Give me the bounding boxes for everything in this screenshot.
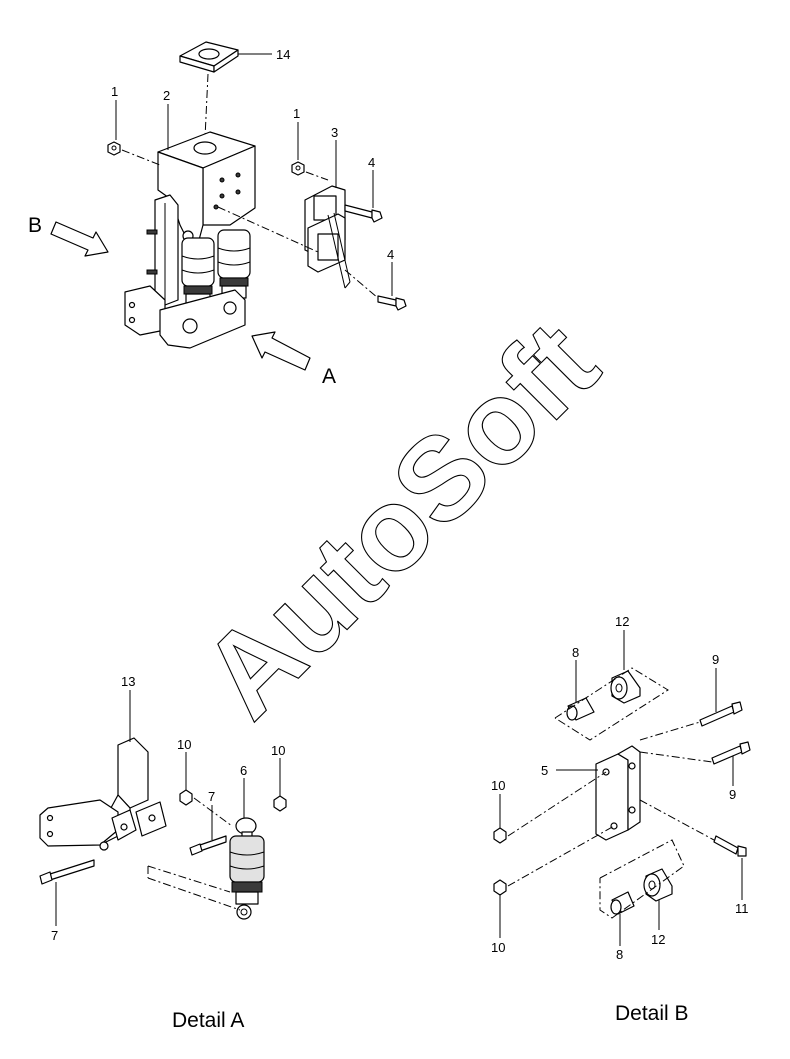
callout-6: 6 — [240, 763, 247, 778]
callout-4-lower: 4 — [387, 247, 394, 262]
detail-b-title: Detail B — [615, 1002, 689, 1025]
view-label-b: B — [28, 214, 42, 237]
part-10-nut-b2 — [493, 879, 507, 896]
lower-base — [124, 285, 246, 349]
part-12-bushing-lower — [643, 868, 673, 902]
air-spring-left — [181, 237, 215, 307]
callout-11: 11 — [735, 901, 749, 916]
view-arrow-b: B — [28, 214, 109, 257]
callout-8-lower: 8 — [616, 947, 623, 962]
callout-9-lower: 9 — [729, 787, 736, 802]
detail-a-title: Detail A — [172, 1009, 244, 1032]
part-1-nut-right — [291, 161, 305, 176]
part-1-nut-left — [107, 141, 121, 156]
part-6-air-spring — [229, 817, 265, 920]
callout-13: 13 — [121, 674, 135, 689]
part-4-bolt-upper — [344, 204, 383, 223]
part-13-bracket — [39, 737, 167, 851]
callout-1-left: 1 — [111, 84, 118, 99]
part-12-bushing-upper — [610, 670, 641, 704]
callout-1-right: 1 — [293, 106, 300, 121]
callout-10-a2: 10 — [271, 743, 285, 758]
part-8-sleeve-upper — [566, 697, 595, 721]
part-10-nut-a2 — [273, 795, 287, 812]
callout-2: 2 — [163, 88, 170, 103]
part-10-nut-b1 — [493, 827, 507, 844]
callout-5: 5 — [541, 763, 548, 778]
callout-8-upper: 8 — [572, 645, 579, 660]
callout-14: 14 — [276, 47, 290, 62]
part-4-bolt-lower — [377, 295, 407, 311]
main-assembly — [107, 41, 407, 349]
callout-10-b1: 10 — [491, 778, 505, 793]
detail-a-assembly — [39, 737, 287, 920]
callout-9-upper: 9 — [712, 652, 719, 667]
callout-7-a2: 7 — [51, 928, 58, 943]
air-spring-right — [217, 229, 251, 299]
part-8-sleeve-lower — [610, 891, 635, 915]
part-5-bracket — [595, 745, 641, 841]
view-label-a: A — [322, 365, 336, 388]
callout-12-upper: 12 — [615, 614, 629, 629]
part-9-bolt-lower — [711, 741, 751, 765]
callout-4-upper: 4 — [368, 155, 375, 170]
detail-b-assembly — [493, 667, 751, 919]
watermark-text: AutoSoft — [177, 297, 623, 743]
part-7-bolt-a2 — [39, 859, 95, 885]
part-10-nut-a1 — [179, 789, 193, 806]
callout-10-a1: 10 — [177, 737, 191, 752]
callout-12-lower: 12 — [651, 932, 665, 947]
callout-10-b2: 10 — [491, 940, 505, 955]
callout-7-a1: 7 — [208, 789, 215, 804]
part-14-plate — [179, 41, 239, 73]
view-arrow-a: A — [251, 331, 336, 388]
part-3-side-bracket — [304, 185, 351, 289]
part-7-bolt-a1 — [189, 835, 227, 856]
part-11-bolt — [713, 835, 747, 857]
callout-3: 3 — [331, 125, 338, 140]
part-9-bolt-upper — [699, 701, 743, 727]
